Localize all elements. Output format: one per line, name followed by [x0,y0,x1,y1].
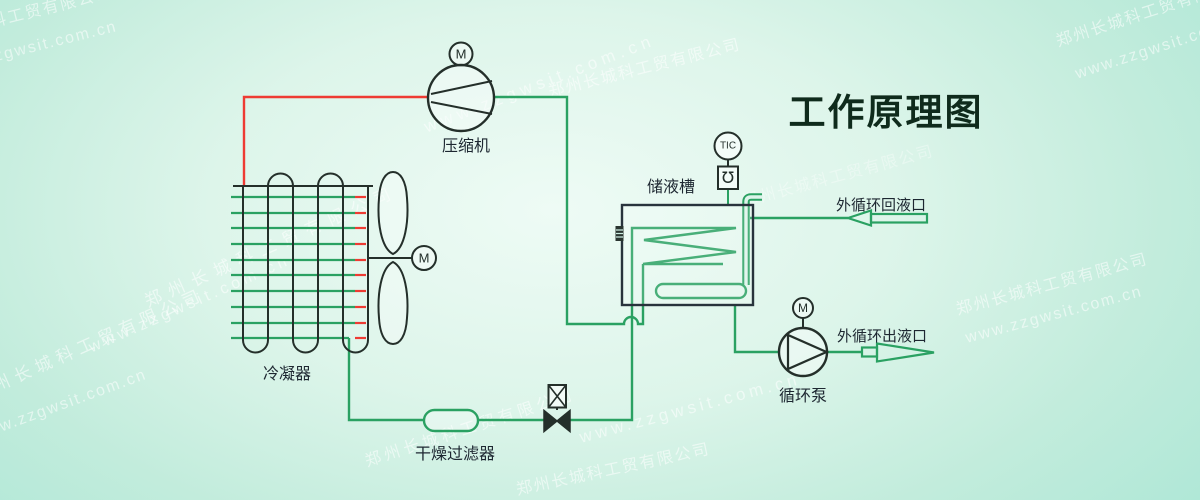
tank-to-pump-pipe [733,305,779,354]
compressor-motor-label: M [455,46,467,62]
condenser-label: 冷凝器 [262,366,312,383]
outlet-arrow-tail [860,346,879,358]
pump-label: 循环泵 [778,388,828,405]
pump-impeller-triangle [786,333,830,371]
port-arrows [844,208,935,363]
tank-coil [630,226,737,306]
outlet-arrow-head [875,342,935,363]
pump-symbol [777,297,830,378]
outlet-port-label: 外循环出液口 [836,328,928,345]
fan-motor-circle [411,245,437,271]
page-title: 工作原理图 [788,92,984,133]
valve-to-tank-pipe [570,306,634,422]
return-port-label: 外循环回液口 [835,197,927,214]
suction-pipe [494,95,645,326]
filter-symbol [422,408,480,433]
compressor-body [426,63,496,133]
tank-fill-pipe-inner [744,195,762,285]
compressor-vanes [430,80,493,115]
filter-label: 干燥过滤器 [414,446,496,463]
condenser-outlet-pipe [347,338,424,422]
tank-label: 储液槽 [646,179,696,196]
fan-blade-top [377,170,409,256]
condenser-serpentine [242,172,369,354]
tank-coil-header [654,282,748,300]
valve-symbol [543,384,571,434]
valve-actuator-x [547,384,567,408]
tank-level-sensor-stripes [616,229,623,238]
tic-controller [713,131,743,190]
tic-label: TIC [719,140,737,152]
fin-tips-red [355,195,366,340]
tank-body [620,203,755,307]
pump-body [777,326,829,378]
pipe-network-green [347,95,862,422]
valve-right-triangle [555,408,571,434]
sensor-box [717,165,739,190]
condenser-coil [233,172,373,354]
sensor-symbol: ℧ [721,170,735,187]
condenser-fins [231,195,366,340]
valve-left-triangle [543,408,559,434]
discharge-pipe-red [242,95,428,185]
return-arrow-tail [869,212,929,224]
pump-motor-label: M [798,301,808,315]
fan-motor-label: M [418,250,430,266]
fan-icon [367,170,437,346]
compressor-symbol [426,41,496,133]
tank-symbol [615,203,755,307]
fan-blade-bottom [377,260,409,346]
compressor-label: 压缩机 [441,138,491,155]
